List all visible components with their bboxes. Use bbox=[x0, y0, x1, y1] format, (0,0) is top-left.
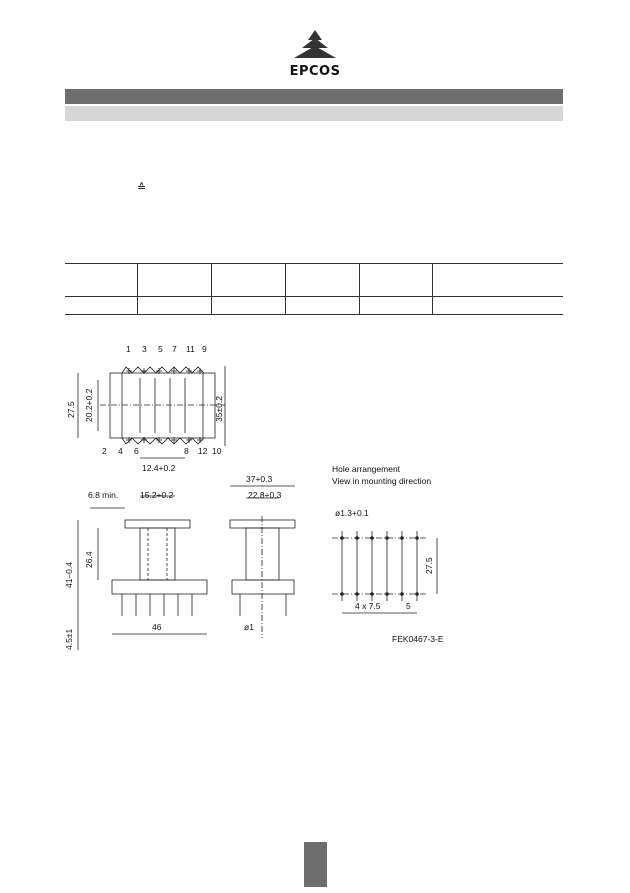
page-number-tab bbox=[304, 842, 327, 887]
pin-label: 10 bbox=[212, 446, 222, 456]
pin-label: 9 bbox=[202, 344, 207, 354]
dim-label: 5 bbox=[406, 601, 411, 611]
pin-label: 5 bbox=[158, 344, 163, 354]
pin-label: 3 bbox=[142, 344, 147, 354]
coil-former-drawing: 1 3 5 7 11 9 2 4 6 8 12 10 27.5 20.2+0.2… bbox=[60, 338, 480, 658]
brand-name: EPCOS bbox=[289, 64, 341, 79]
dim-label: 35±0.2 bbox=[214, 396, 224, 422]
dim-label: 20.2+0.2 bbox=[84, 388, 94, 422]
dim-label: ø1 bbox=[244, 622, 254, 632]
epcos-logo: EPCOS bbox=[282, 28, 348, 80]
dim-label: 6.8 min. bbox=[88, 490, 118, 500]
table-col-divider bbox=[285, 263, 286, 315]
dim-label: 4.5±1 bbox=[64, 629, 74, 650]
hole-arrangement-subtitle: View in mounting direction bbox=[332, 476, 431, 486]
pin-label: 4 bbox=[118, 446, 123, 456]
pin-label: 6 bbox=[134, 446, 139, 456]
correspondence-symbol: ≙ bbox=[137, 181, 147, 194]
dim-label: 37+0.3 bbox=[246, 474, 273, 484]
table-header-rule bbox=[65, 296, 563, 297]
dim-label: 4 x 7.5 bbox=[355, 601, 381, 611]
pin-label: 11 bbox=[186, 344, 195, 354]
table-col-divider bbox=[137, 263, 138, 315]
pin-label: 2 bbox=[102, 446, 107, 456]
dim-label: 27.5 bbox=[66, 401, 76, 418]
dimension-drawing-svg: 1 3 5 7 11 9 2 4 6 8 12 10 27.5 20.2+0.2… bbox=[64, 344, 444, 650]
dim-label: 12.4+0.2 bbox=[142, 463, 176, 473]
table-col-divider bbox=[359, 263, 360, 315]
dim-label: 41–0.4 bbox=[64, 562, 74, 588]
pin-label: 8 bbox=[184, 446, 189, 456]
table-col-divider bbox=[211, 263, 212, 315]
subtitle-band bbox=[65, 106, 563, 121]
table-col-divider bbox=[432, 263, 433, 315]
dim-label: 15.2+0.2 bbox=[140, 490, 174, 500]
pin-label: 1 bbox=[126, 344, 131, 354]
pin-label: 12 bbox=[198, 446, 208, 456]
dim-label: 27.5 bbox=[424, 557, 434, 574]
drawing-id: FEK0467-3-E bbox=[392, 634, 444, 644]
table-bottom-rule bbox=[65, 314, 563, 315]
hole-arrangement-title: Hole arrangement bbox=[332, 464, 401, 474]
epcos-logo-icon bbox=[294, 30, 336, 58]
spec-table bbox=[65, 263, 563, 315]
dim-label: ø1.3+0.1 bbox=[335, 508, 369, 518]
table-top-rule bbox=[65, 263, 563, 264]
dim-label: 26.4 bbox=[84, 551, 94, 568]
pin-label: 7 bbox=[172, 344, 177, 354]
dim-label: 22.8+0.3 bbox=[248, 490, 282, 500]
dim-label: 46 bbox=[152, 622, 162, 632]
title-band bbox=[65, 89, 563, 104]
